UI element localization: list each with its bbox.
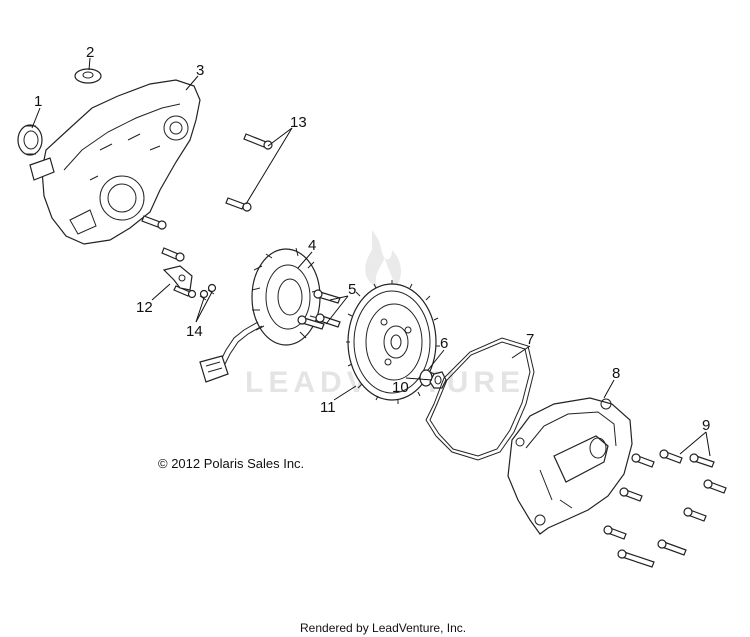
part-cover — [507, 397, 633, 535]
callouts: 1 2 3 4 5 6 7 8 9 10 11 12 13 14 — [34, 44, 710, 434]
copyright-text: © 2012 Polaris Sales Inc. — [158, 456, 304, 471]
part-bolts-13 — [225, 133, 273, 212]
callout-10: 10 — [392, 379, 409, 396]
watermark-flame-icon — [365, 230, 401, 290]
callout-11: 11 — [320, 399, 336, 416]
callout-8: 8 — [612, 365, 620, 382]
part-crankcase — [29, 79, 201, 245]
callout-14: 14 — [186, 323, 203, 340]
callout-1: 1 — [34, 93, 42, 110]
callout-2: 2 — [86, 44, 94, 61]
callout-13: 13 — [290, 114, 307, 131]
part-stator — [199, 247, 321, 383]
part-seal — [17, 124, 43, 156]
part-gasket — [425, 337, 535, 461]
callout-5: 5 — [348, 281, 356, 298]
callout-9: 9 — [702, 417, 710, 434]
callout-3: 3 — [196, 62, 204, 79]
leader-lines — [31, 57, 711, 457]
part-screws-14 — [199, 283, 217, 301]
part-crankcase-bolts — [141, 215, 197, 299]
rendered-by-text: Rendered by LeadVenture, Inc. — [300, 621, 466, 635]
part-flywheel — [346, 280, 440, 404]
callout-7: 7 — [526, 331, 534, 348]
part-bracket — [162, 265, 193, 291]
part-bolts-9 — [603, 449, 727, 568]
callout-4: 4 — [308, 237, 316, 254]
part-bearing — [74, 68, 102, 84]
callout-6: 6 — [440, 335, 448, 352]
part-bolts-5 — [297, 289, 341, 330]
callout-12: 12 — [136, 299, 153, 316]
